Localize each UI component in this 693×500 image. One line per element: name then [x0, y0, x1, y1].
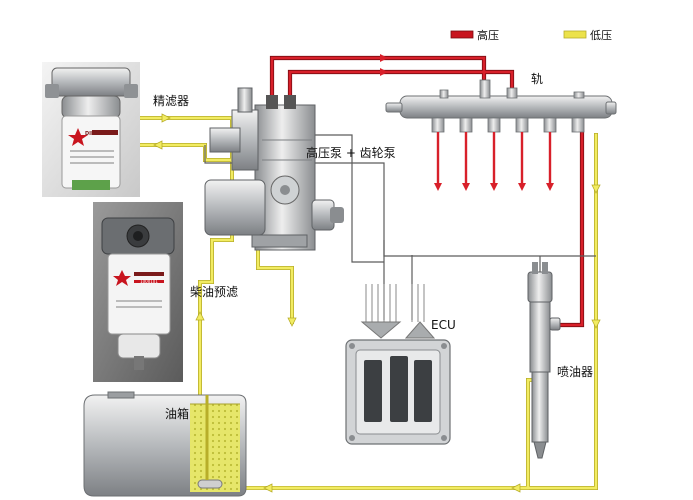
fine-filter-photo: DIFITE [42, 62, 140, 197]
pre-filter-model: 1000101 [140, 279, 158, 284]
legend-low-label: 低压 [590, 29, 612, 42]
injector [527, 262, 561, 459]
rail-label: 轨 [531, 72, 544, 86]
high-pressure-arrows [380, 54, 388, 76]
legend-high-swatch [450, 30, 474, 39]
legend-low-swatch [563, 30, 587, 39]
injector-label: 喷油器 [557, 365, 594, 379]
pre-filter-brand: DIFITE [141, 272, 157, 278]
common-rail [385, 79, 617, 191]
pre-filter-label: 柴油预滤 [190, 285, 239, 299]
fine-filter-label: 精滤器 [153, 94, 190, 108]
legend-high-label: 高压 [477, 29, 499, 42]
fuel-tank [83, 391, 247, 497]
ecu-unit [345, 284, 451, 445]
high-pressure-pump [204, 87, 344, 251]
low-pressure-arrows [153, 113, 601, 493]
legend [450, 30, 587, 39]
high-pressure-lines [269, 55, 585, 328]
pump-label: 高压泵 + 齿轮泵 [306, 146, 396, 160]
pre-filter-photo: DIFITE 1000101 [93, 202, 183, 382]
fine-filter-brand: DIFITE [85, 131, 104, 137]
tank-label: 油箱 [165, 407, 190, 421]
ecu-label: ECU [431, 318, 456, 332]
